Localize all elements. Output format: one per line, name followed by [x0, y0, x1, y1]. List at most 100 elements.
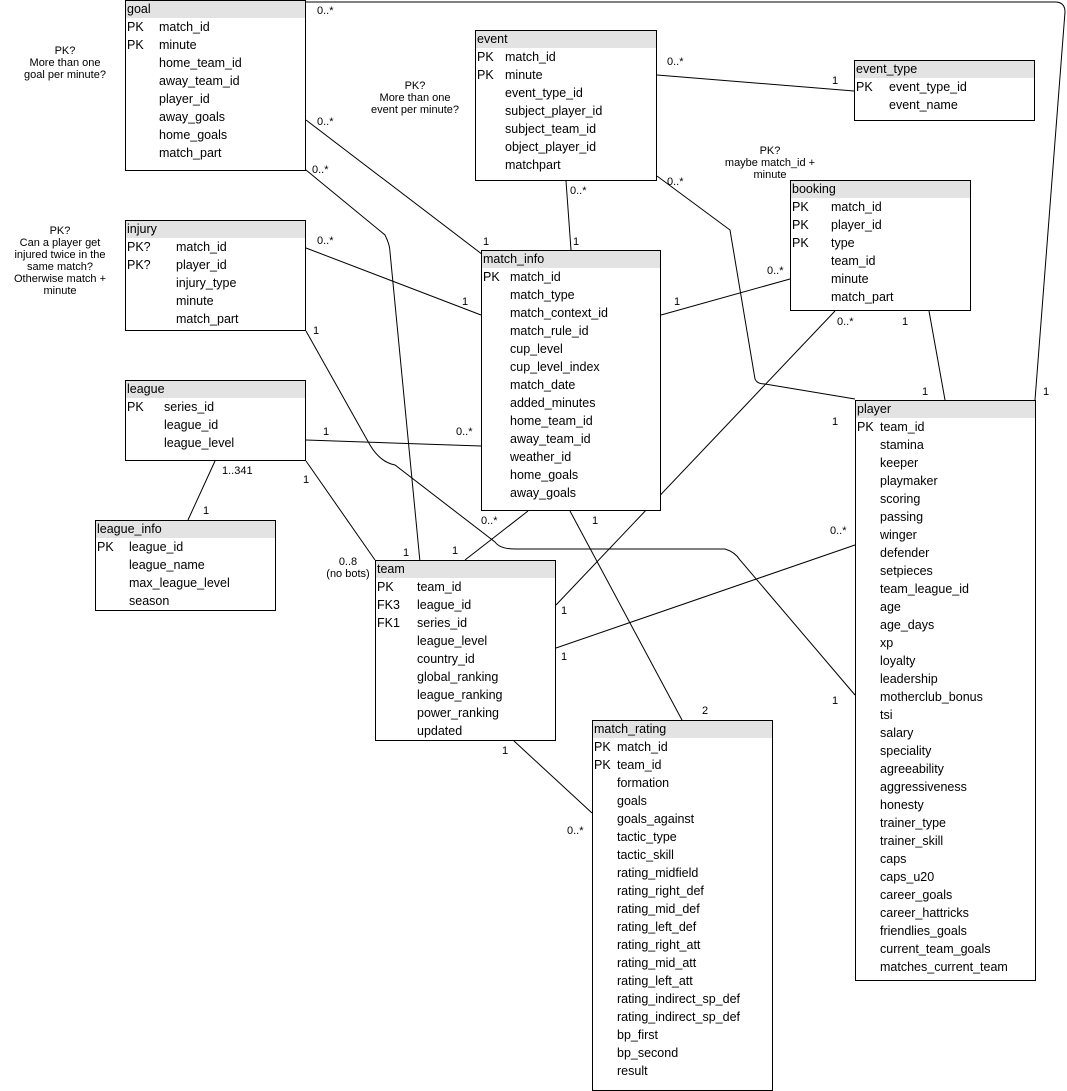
attribute-name: match_id — [176, 240, 227, 254]
attribute-row: passing — [856, 508, 1035, 526]
cardinality-label: 0..* — [481, 515, 498, 527]
attribute-name: match_id — [617, 740, 668, 754]
attribute-name: minute — [159, 38, 197, 52]
attribute-name: match_type — [510, 288, 575, 302]
attribute-name: rating_midfield — [617, 866, 699, 880]
attribute-name: rating_mid_def — [617, 902, 700, 916]
cardinality-label: 1 — [922, 386, 929, 398]
attribute-name: tsi — [880, 708, 893, 722]
attribute-name: goals — [617, 794, 647, 808]
attribute-row: agreeability — [856, 760, 1035, 778]
relationship-line — [305, 119, 488, 259]
cardinality-label: 0..* — [312, 164, 329, 176]
note-team-bots: 0..8 (no bots) — [326, 556, 370, 580]
cardinality-label: 1 — [502, 745, 509, 757]
attribute-row: age_days — [856, 616, 1035, 634]
attribute-name: minute — [176, 294, 214, 308]
attribute-name: passing — [880, 510, 924, 524]
attribute-name: home_team_id — [510, 414, 593, 428]
attribute-name: power_ranking — [417, 706, 499, 720]
attribute-row: defender — [856, 544, 1035, 562]
key-marker: PK — [792, 200, 809, 214]
attribute-row: matchpart — [476, 156, 656, 174]
attribute-row: match_part — [126, 310, 305, 328]
attribute-row: season — [96, 592, 275, 610]
attribute-row: league_level — [126, 434, 305, 452]
attribute-row: trainer_type — [856, 814, 1035, 832]
attribute-name: league_level — [417, 634, 488, 648]
attribute-row: xp — [856, 634, 1035, 652]
attribute-name: rating_left_def — [617, 920, 697, 934]
cardinality-label: 0..* — [317, 116, 334, 128]
attribute-row: match_context_id — [482, 304, 660, 322]
relationship-line — [305, 169, 421, 563]
attribute-row: motherclub_bonus — [856, 688, 1035, 706]
key-marker: FK3 — [377, 598, 400, 612]
key-marker: PK — [477, 50, 494, 64]
attribute-row: caps — [856, 850, 1035, 868]
key-marker: PK — [792, 236, 809, 250]
cardinality-label: 0..* — [830, 525, 847, 537]
attribute-row: trainer_skill — [856, 832, 1035, 850]
attribute-name: away_team_id — [510, 432, 591, 446]
entity-title: player — [856, 401, 1035, 418]
attribute-name: match_id — [159, 20, 210, 34]
attribute-name: playmaker — [880, 474, 938, 488]
attribute-row: leadership — [856, 670, 1035, 688]
cardinality-label: 1 — [832, 75, 839, 87]
attribute-name: caps_u20 — [880, 870, 935, 884]
attribute-row: result — [593, 1062, 772, 1080]
attribute-row: age — [856, 598, 1035, 616]
attribute-row: event_name — [855, 96, 1034, 114]
attribute-row: subject_player_id — [476, 102, 656, 120]
attribute-row: away_goals — [482, 484, 660, 502]
attribute-name: injury_type — [176, 276, 237, 290]
attribute-name: match_context_id — [510, 306, 608, 320]
attribute-name: league_id — [164, 418, 219, 432]
cardinality-label: 1 — [203, 505, 210, 517]
attribute-row: rating_midfield — [593, 864, 772, 882]
cardinality-label: 1 — [323, 426, 330, 438]
cardinality-label: 1 — [561, 651, 568, 663]
attribute-row: global_ranking — [376, 668, 555, 686]
attribute-name: match_id — [505, 50, 556, 64]
key-marker: FK1 — [377, 616, 400, 630]
cardinality-label: 0..* — [317, 5, 334, 17]
cardinality-label: 1..341 — [222, 465, 253, 477]
attribute-row: friendlies_goals — [856, 922, 1035, 940]
attribute-row: career_goals — [856, 886, 1035, 904]
attribute-row: rating_left_att — [593, 972, 772, 990]
relationship-line — [656, 74, 855, 92]
attribute-row: event_type_id — [476, 84, 656, 102]
attribute-name: match_id — [510, 270, 561, 284]
attribute-name: current_team_goals — [880, 942, 991, 956]
attribute-name: match_rule_id — [510, 324, 589, 338]
entity-title: event_type — [855, 61, 1034, 78]
key-marker: PK — [594, 740, 611, 754]
attribute-row: cup_level — [482, 340, 660, 358]
relationship-line — [656, 175, 856, 400]
attribute-row: minute — [791, 270, 970, 288]
attribute-name: home_goals — [159, 128, 228, 142]
attribute-row: playmaker — [856, 472, 1035, 490]
attribute-row: added_minutes — [482, 394, 660, 412]
attribute-row: league_ranking — [376, 686, 555, 704]
attribute-row: home_goals — [482, 466, 660, 484]
attribute-name: matchpart — [505, 158, 561, 172]
attribute-name: event_type_id — [889, 80, 967, 94]
entity-title: booking — [791, 181, 970, 198]
attribute-name: career_goals — [880, 888, 953, 902]
attribute-row: rating_mid_att — [593, 954, 772, 972]
relationship-line — [305, 439, 482, 447]
